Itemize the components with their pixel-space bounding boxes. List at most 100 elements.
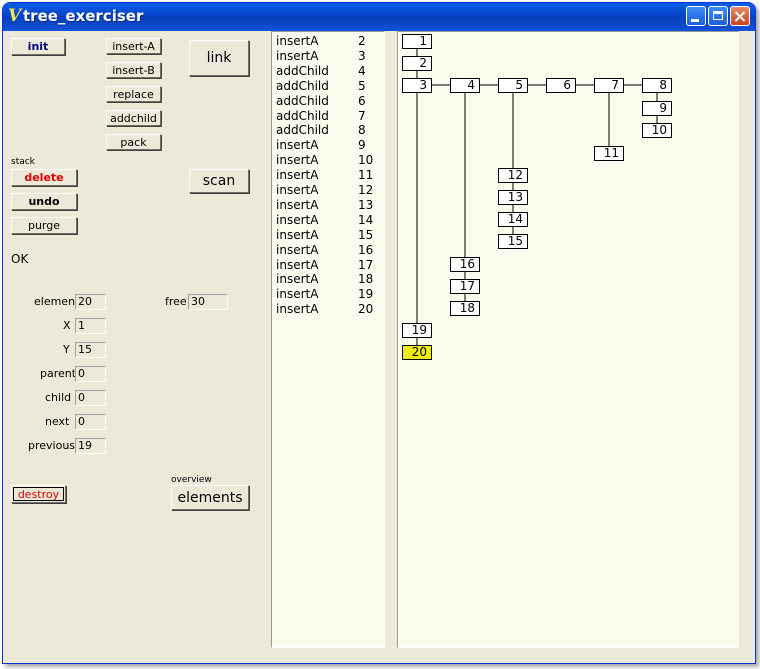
log-op: insertA	[276, 242, 319, 257]
replace-button[interactable]: replace	[106, 86, 161, 102]
tree-node[interactable]: 3	[402, 78, 432, 93]
scan-button[interactable]: scan	[189, 169, 249, 193]
log-op: addChild	[276, 108, 329, 123]
close-button[interactable]	[730, 6, 750, 26]
log-op: addChild	[276, 123, 329, 138]
log-number: 6	[358, 93, 366, 108]
delete-button[interactable]: delete	[11, 169, 77, 186]
tree-node[interactable]: 4	[450, 78, 480, 93]
log-number: 11	[358, 168, 374, 183]
previous-label: previous	[28, 439, 76, 452]
app-icon: V	[8, 6, 22, 26]
tree-node[interactable]: 10	[642, 123, 672, 138]
tree-node[interactable]: 19	[402, 323, 432, 338]
tree-node[interactable]: 11	[594, 146, 624, 161]
log-number: 5	[358, 78, 366, 93]
child-field[interactable]: 0	[75, 390, 106, 406]
minimize-button[interactable]	[686, 6, 706, 26]
elements-button[interactable]: elements	[171, 485, 249, 510]
tree-connectors	[416, 48, 658, 345]
log-number: 3	[358, 48, 366, 63]
tree-node[interactable]: 9	[642, 101, 672, 116]
log-number: 7	[358, 108, 366, 123]
log-row[interactable]: addChild 8	[276, 123, 366, 138]
undo-button[interactable]: undo	[11, 193, 77, 210]
destroy-button[interactable]: destroy	[11, 485, 66, 503]
title-bar[interactable]: V tree_exerciser	[3, 3, 755, 31]
log-op: insertA	[276, 197, 319, 212]
log-row[interactable]: insertA 3	[276, 48, 366, 63]
tree-node[interactable]: 17	[450, 279, 480, 294]
parent-field[interactable]: 0	[75, 366, 106, 382]
tree-node[interactable]: 1	[402, 34, 432, 49]
tree-node[interactable]: 2	[402, 56, 432, 71]
pack-button[interactable]: pack	[106, 134, 161, 150]
tree-node[interactable]: 14	[498, 212, 528, 227]
y-field[interactable]: 15	[75, 342, 106, 358]
tree-node[interactable]: 20	[402, 345, 432, 360]
log-op: insertA	[276, 183, 319, 197]
log-row[interactable]: addChild 6	[276, 93, 366, 108]
init-button[interactable]: init	[11, 38, 65, 55]
previous-field[interactable]: 19	[75, 438, 106, 454]
tree-node[interactable]: 15	[498, 234, 528, 249]
log-op: insertA	[276, 153, 319, 168]
free-field[interactable]: 30	[188, 294, 228, 310]
log-op: addChild	[276, 78, 329, 93]
tree-node[interactable]: 16	[450, 257, 480, 272]
window-title: tree_exerciser	[23, 7, 144, 25]
log-number: 4	[358, 63, 366, 78]
insert-a-button[interactable]: insert-A	[106, 38, 161, 54]
log-row[interactable]: addChild 5	[276, 78, 366, 93]
log-number: 8	[358, 123, 366, 138]
log-row[interactable]: addChild 7	[276, 108, 366, 123]
tree-node[interactable]: 12	[498, 168, 528, 183]
log-op: insertA	[276, 138, 319, 153]
parent-label: parent	[40, 367, 77, 380]
tree-node[interactable]: 13	[498, 190, 528, 205]
log-op: insertA	[276, 302, 319, 317]
log-op: insertA	[276, 272, 319, 287]
y-label: Y	[63, 343, 70, 356]
free-label: free	[165, 295, 187, 308]
tree-node[interactable]: 6	[546, 78, 576, 93]
log-number: 20	[358, 302, 374, 317]
log-op: insertA	[276, 227, 319, 242]
tree-node[interactable]: 5	[498, 78, 528, 93]
next-field[interactable]: 0	[75, 414, 106, 430]
log-op: addChild	[276, 93, 329, 108]
log-number: 18	[358, 272, 374, 287]
purge-button[interactable]: purge	[11, 217, 77, 234]
element-field[interactable]: 20	[75, 294, 106, 310]
log-row[interactable]: insertA 20	[276, 302, 373, 317]
x-field[interactable]: 1	[75, 318, 106, 334]
maximize-button[interactable]	[708, 6, 728, 26]
link-button[interactable]: link	[189, 40, 249, 76]
tree-node[interactable]: 7	[594, 78, 624, 93]
insert-b-button[interactable]: insert-B	[106, 62, 161, 78]
addchild-button[interactable]: addchild	[106, 110, 161, 126]
log-number: 17	[358, 257, 374, 272]
child-label: child	[45, 391, 72, 404]
log-number: 14	[358, 212, 374, 227]
tree-node[interactable]: 8	[642, 78, 672, 93]
log-op: insertA	[276, 257, 319, 272]
log-row[interactable]: insertA 18	[276, 272, 373, 287]
tree-node[interactable]: 18	[450, 301, 480, 316]
log-row[interactable]: insertA 17	[276, 257, 373, 272]
log-op: insertA	[276, 48, 319, 63]
